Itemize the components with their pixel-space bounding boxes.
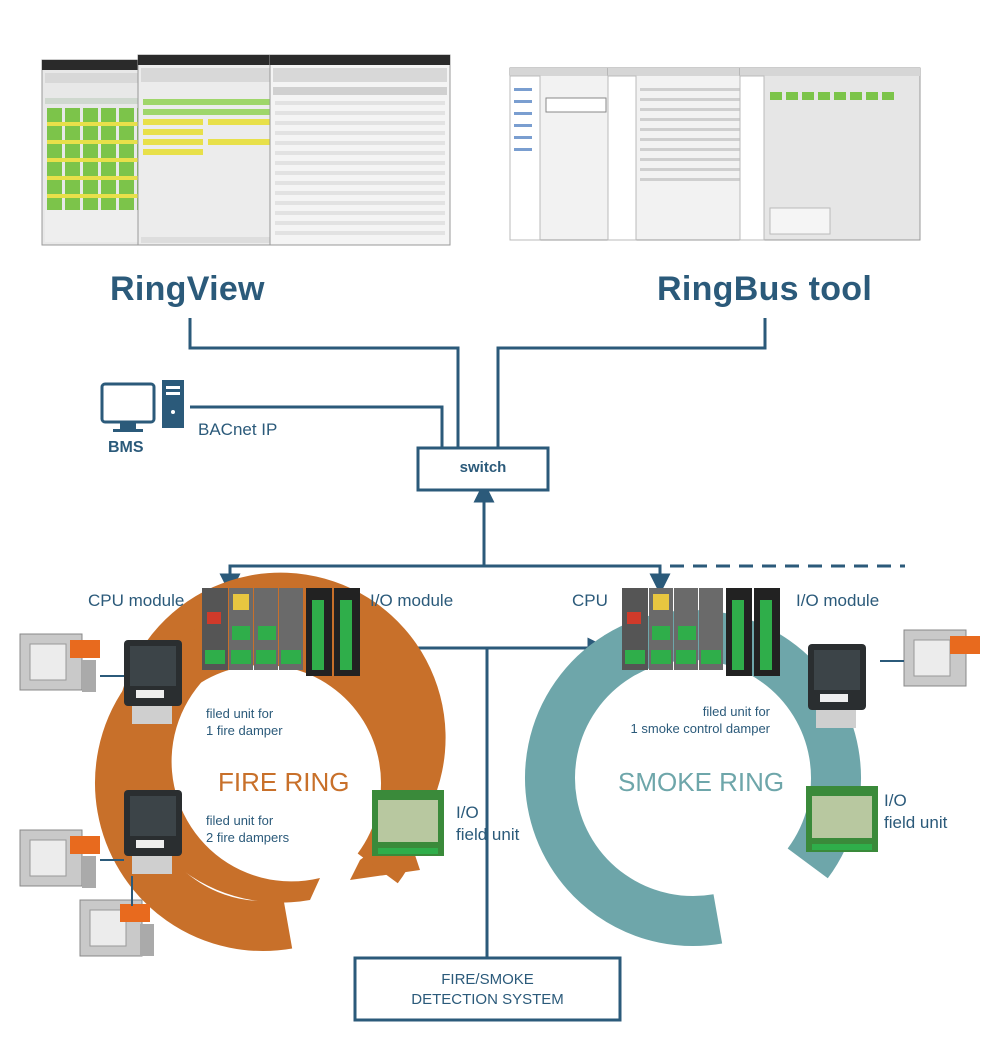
smoke-cpu-label: CPU [572, 591, 608, 610]
fire-io-field-unit [372, 790, 444, 856]
smoke-damper [880, 629, 980, 687]
ringbus-window-2 [607, 67, 749, 241]
ringbus-title: RingBus tool [657, 270, 873, 308]
fire-io-module-label: I/O module [370, 591, 454, 610]
detection-box [353, 956, 622, 1022]
fire-cpu-label: CPU module [88, 591, 185, 610]
smoke-io-field-label: I/O field unit [884, 791, 948, 832]
bacnet-label: BACnet IP [198, 420, 278, 439]
fire-field-unit-2 [124, 790, 182, 874]
network-lines [188, 318, 905, 958]
smoke-module-rack [622, 588, 780, 676]
detection-line2: DETECTION SYSTEM [411, 991, 564, 1008]
switch-label: switch [459, 459, 507, 476]
ringbus-screenshots [509, 67, 921, 241]
fire-unit1-label: filed unit for 1 fire damper [206, 706, 283, 738]
fire-damper-3 [79, 899, 154, 957]
smoke-io-field-unit [806, 786, 878, 852]
fire-io-field-label: I/O field unit [456, 803, 520, 844]
ringbus-window-1 [509, 67, 621, 241]
detection-line1: FIRE/SMOKE [441, 971, 534, 988]
fire-damper-links [100, 675, 133, 906]
smoke-field-unit [808, 644, 866, 728]
fire-damper-1 [19, 633, 100, 692]
fire-module-rack [202, 588, 360, 676]
ringview-screenshots [41, 54, 451, 246]
ringview-title: RingView [110, 270, 265, 308]
ringview-window-3 [269, 54, 451, 246]
fire-unit2-label: filed unit for 2 fire dampers [206, 813, 290, 845]
ringview-window-1 [41, 59, 153, 246]
bms-label: BMS [108, 439, 144, 456]
smoke-ring-title: SMOKE RING [618, 767, 785, 797]
ringbus-window-3 [739, 67, 921, 241]
smoke-io-module-label: I/O module [796, 591, 880, 610]
fire-ring-title: FIRE RING [218, 767, 350, 797]
fire-damper-2 [19, 829, 100, 888]
ringview-window-2 [137, 54, 279, 246]
computer-icon [100, 380, 184, 432]
smoke-unit-label: filed unit for 1 smoke control damper [630, 704, 770, 736]
switch-box [416, 446, 550, 492]
fire-field-unit-1 [124, 640, 182, 724]
